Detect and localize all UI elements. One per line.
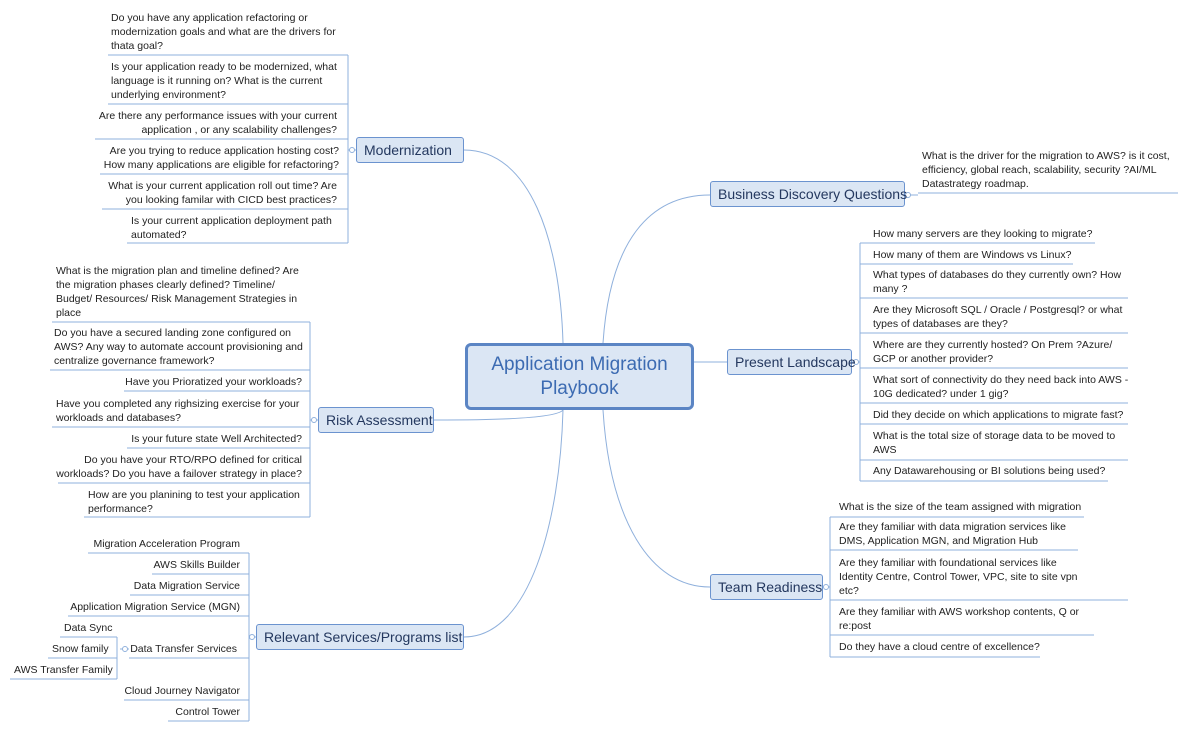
branch-label: Risk Assessment [326,412,433,428]
topic-risk-1[interactable]: What is the migration plan and timeline … [56,265,299,319]
topic-risk-3[interactable]: Have you Prioratized your workloads? [125,376,302,388]
topic-landscape-1[interactable]: How many servers are they looking to mig… [873,228,1093,240]
topic-modernization-1[interactable]: Do you have any application refactoring … [111,12,336,52]
topic-team-5[interactable]: Do they have a cloud centre of excellenc… [839,641,1040,653]
subtopic-aws-transfer-family[interactable]: AWS Transfer Family [14,664,113,676]
topic-risk-5[interactable]: Is your future state Well Architected? [131,433,302,445]
branch-team-readiness[interactable]: Team Readiness [710,574,823,600]
topic-landscape-8[interactable]: What is the total size of storage data t… [873,430,1116,456]
topic-team-3[interactable]: Are they familiar with foundational serv… [839,557,1078,597]
topic-modernization-4[interactable]: Are you trying to reduce application hos… [103,145,339,171]
topic-risk-7[interactable]: How are you planining to test your appli… [88,489,300,515]
topic-landscape-7[interactable]: Did they decide on which applications to… [873,409,1124,421]
branch-label: Business Discovery Questions [718,186,908,202]
topic-landscape-4[interactable]: Are they Microsoft SQL / Oracle / Postgr… [873,304,1123,330]
topic-landscape-3[interactable]: What types of databases do they currentl… [873,269,1122,295]
topic-landscape-9[interactable]: Any Datawarehousing or BI solutions bein… [873,465,1106,477]
topic-risk-2[interactable]: Do you have a secured landing zone confi… [54,327,303,367]
topic-risk-6[interactable]: Do you have your RTO/RPO defined for cri… [56,454,302,480]
topic-team-2[interactable]: Are they familiar with data migration se… [839,521,1067,547]
topic-team-4[interactable]: Are they familiar with AWS workshop cont… [839,606,1080,632]
branch-modernization[interactable]: Modernization [356,137,464,163]
central-topic[interactable]: Application Migration Playbook [465,343,694,410]
topic-service-skills-builder[interactable]: AWS Skills Builder [153,559,240,571]
topic-risk-4[interactable]: Have you completed any righsizing exerci… [56,398,300,424]
branch-label: Team Readiness [718,579,823,595]
branch-label: Relevant Services/Programs list [264,629,463,645]
topic-landscape-6[interactable]: What sort of connectivity do they need b… [873,374,1129,400]
central-title: Application Migration Playbook [491,353,668,399]
subtopic-snow-family[interactable]: Snow family [52,643,109,655]
branch-relevant-services[interactable]: Relevant Services/Programs list [256,624,464,650]
topic-modernization-6[interactable]: Is your current application deployment p… [131,215,332,241]
topic-modernization-3[interactable]: Are there any performance issues with yo… [98,110,337,136]
topic-service-map[interactable]: Migration Acceleration Program [93,538,240,550]
branch-present-landscape[interactable]: Present Landscape [727,349,856,375]
topic-landscape-5[interactable]: Where are they currently hosted? On Prem… [873,339,1113,365]
branch-risk-assessment[interactable]: Risk Assessment [318,407,434,433]
topic-modernization-2[interactable]: Is your application ready to be moderniz… [111,61,337,101]
topic-service-dms[interactable]: Data Migration Service [133,580,240,592]
branch-label: Modernization [364,142,452,158]
subtopic-data-sync[interactable]: Data Sync [64,622,113,634]
topic-service-data-transfer[interactable]: Data Transfer Services [130,643,237,655]
topic-modernization-5[interactable]: What is your current application roll ou… [108,180,337,206]
topic-business-1[interactable]: What is the driver for the migration to … [922,150,1170,190]
topic-service-mgn[interactable]: Application Migration Service (MGN) [70,601,240,613]
branch-business-discovery[interactable]: Business Discovery Questions [710,181,908,207]
topic-service-control-tower[interactable]: Control Tower [175,706,240,718]
topic-landscape-2[interactable]: How many of them are Windows vs Linux? [873,249,1072,261]
branch-label: Present Landscape [735,354,856,370]
topic-service-cloud-journey[interactable]: Cloud Journey Navigator [124,685,240,697]
topic-team-1[interactable]: What is the size of the team assigned wi… [839,501,1082,513]
